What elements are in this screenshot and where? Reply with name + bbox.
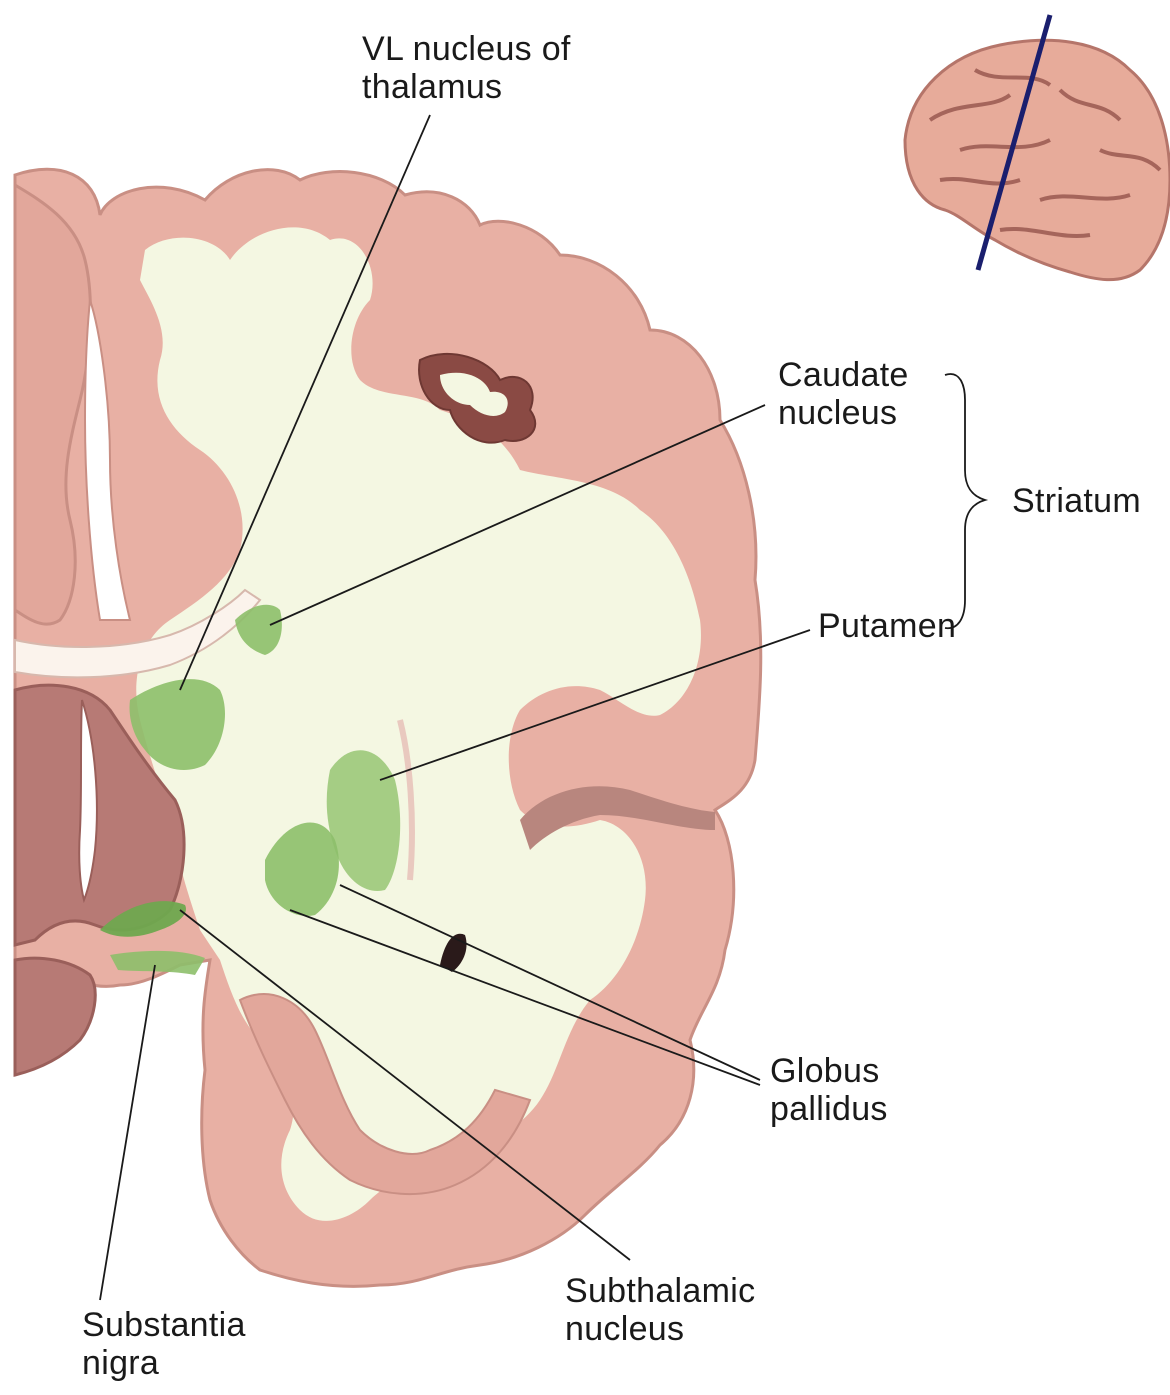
label-striatum: Striatum [1012, 482, 1141, 520]
label-putamen: Putamen [818, 607, 956, 645]
label-vl-nucleus-line1: VL nucleus of [362, 30, 571, 68]
label-vl-nucleus: VL nucleus of thalamus [362, 30, 571, 106]
label-substantia-line2: nigra [82, 1344, 246, 1382]
label-globus-pallidus: Globus pallidus [770, 1052, 888, 1128]
label-caudate-nucleus: Caudate nucleus [778, 356, 909, 432]
midbrain-lower [15, 958, 95, 1075]
label-globus-line2: pallidus [770, 1090, 888, 1128]
label-vl-nucleus-line2: thalamus [362, 68, 571, 106]
label-substantia-nigra: Substantia nigra [82, 1306, 246, 1382]
label-substantia-line1: Substantia [82, 1306, 246, 1344]
label-caudate-line2: nucleus [778, 394, 909, 432]
label-subthalamic-line1: Subthalamic [565, 1272, 755, 1310]
label-globus-line1: Globus [770, 1052, 888, 1090]
brain-lateral-view-icon [905, 15, 1170, 280]
label-subthalamic-line2: nucleus [565, 1310, 755, 1348]
label-putamen-text: Putamen [818, 607, 956, 645]
label-caudate-line1: Caudate [778, 356, 909, 394]
striatum-brace [945, 374, 985, 628]
leader-substantia-nigra [100, 965, 155, 1300]
brain-coronal-section [15, 169, 761, 1286]
label-subthalamic-nucleus: Subthalamic nucleus [565, 1272, 755, 1348]
label-striatum-text: Striatum [1012, 482, 1141, 520]
